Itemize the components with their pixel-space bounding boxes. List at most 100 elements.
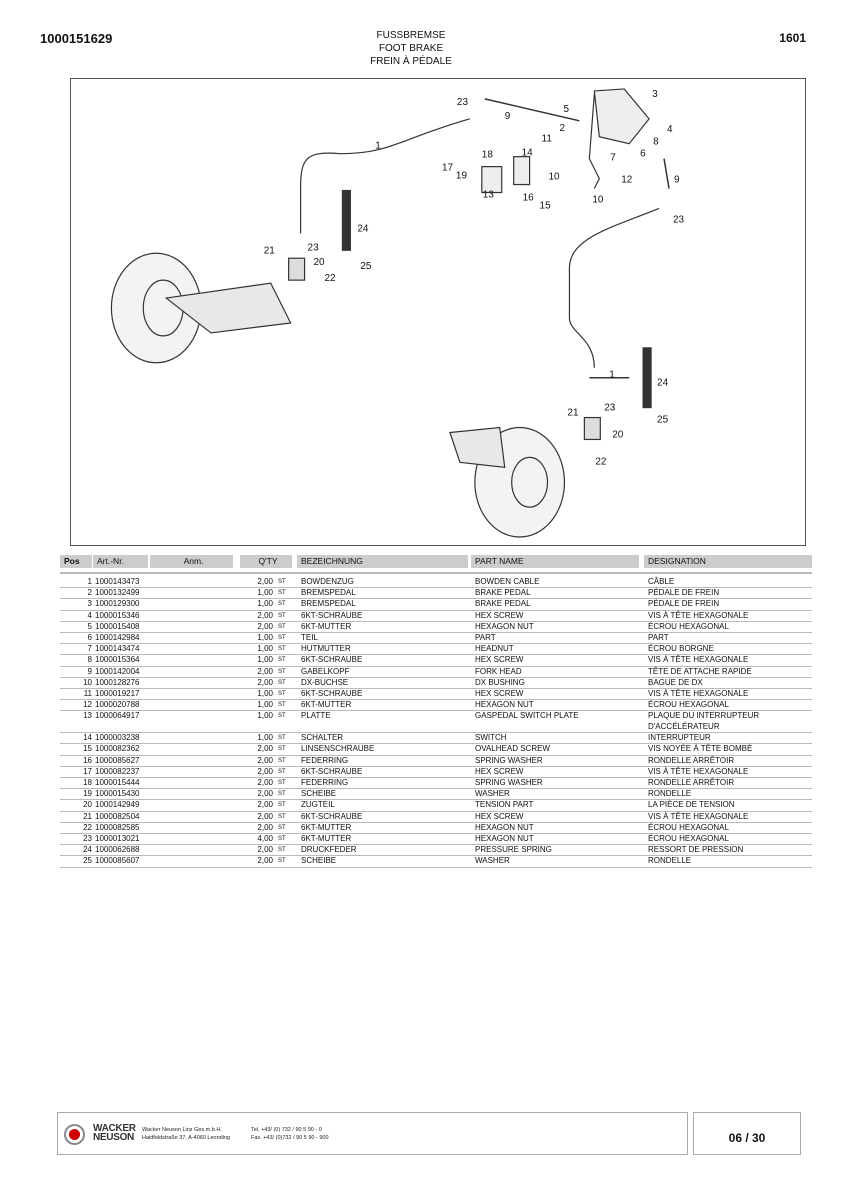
- cell-art: 1000013021: [95, 833, 140, 843]
- cell-pos: 25: [83, 856, 92, 866]
- callout-25b: 25: [657, 415, 669, 426]
- cell-des: PLAQUE DU INTERRUPTEUR D'ACCÉLÉRATEUR: [648, 711, 760, 731]
- cell-art: 1000015346: [95, 610, 140, 620]
- pedal: [593, 88, 650, 145]
- pedal-arm: [588, 93, 600, 189]
- col-anm: Anm.: [150, 555, 233, 568]
- header-divider: [60, 572, 812, 575]
- callout-10: 10: [549, 172, 561, 183]
- cell-des: PÉDALE DE FREIN: [648, 599, 720, 609]
- page-title: FUSSBREMSE FOOT BRAKE FREIN À PÉDALE: [300, 29, 522, 68]
- cell-bez: GABELKOPF: [301, 666, 350, 676]
- callout-18: 18: [482, 150, 494, 161]
- cell-art: 1000085627: [95, 755, 140, 765]
- cable-lower: [568, 207, 660, 368]
- cell-unit: ST: [278, 702, 286, 709]
- cell-bez: HUTMUTTER: [301, 644, 351, 654]
- cell-des: VIS À TÊTE HEXAGONALE: [648, 655, 749, 665]
- cell-part: WASHER: [475, 856, 510, 866]
- cell-qty: 2,00: [257, 610, 273, 620]
- contact: Tel. +43/ (0) 732 / 90 5 90 - 0 Fax. +43…: [251, 1127, 329, 1142]
- cell-part: HEX SCREW: [475, 766, 524, 776]
- cell-bez: 6KT-SCHRAUBE: [301, 655, 363, 665]
- cell-part: HEXAGON NUT: [475, 822, 534, 832]
- callout-14: 14: [522, 148, 534, 159]
- cell-unit: ST: [278, 590, 286, 597]
- cell-des: ÉCROU HEXAGONAL: [648, 833, 729, 843]
- cell-bez: BREMSPEDAL: [301, 588, 356, 598]
- callout-13: 13: [483, 189, 495, 200]
- cell-pos: 11: [83, 688, 92, 698]
- col-des: DESIGNATION: [644, 555, 812, 568]
- cell-des: VIS À TÊTE HEXAGONALE: [648, 766, 749, 776]
- cell-bez: 6KT-SCHRAUBE: [301, 688, 363, 698]
- callout-22: 22: [324, 273, 336, 284]
- cell-unit: ST: [278, 679, 286, 686]
- cell-art: 1000142984: [95, 632, 140, 642]
- cell-part: HEX SCREW: [475, 811, 524, 821]
- cell-bez: PLATTE: [301, 711, 331, 721]
- cell-pos: 7: [87, 644, 92, 654]
- cell-part: HEX SCREW: [475, 610, 524, 620]
- cell-art: 1000015444: [95, 778, 140, 787]
- callout-20: 20: [314, 257, 326, 268]
- cell-part: BRAKE PEDAL: [475, 599, 531, 609]
- cell-des: RESSORT DE PRESSION: [648, 845, 744, 855]
- callout-22b: 22: [595, 456, 607, 467]
- cell-unit: ST: [278, 735, 286, 742]
- cell-unit: ST: [278, 858, 286, 865]
- callout-9: 9: [505, 111, 511, 122]
- cell-part: HEXAGON NUT: [475, 700, 534, 710]
- cell-part: HEX SCREW: [475, 688, 524, 698]
- cell-des: VIS À TÊTE HEXAGONALE: [648, 688, 749, 698]
- spring-lower: [642, 347, 652, 409]
- cell-bez: SCHALTER: [301, 733, 344, 743]
- cell-des: ÉCROU HEXAGONAL: [648, 822, 729, 832]
- cell-unit: ST: [278, 623, 286, 630]
- cell-bez: 6KT-SCHRAUBE: [301, 811, 363, 821]
- callout-11: 11: [542, 134, 553, 145]
- cell-qty: 2,00: [257, 822, 273, 832]
- cell-des: ÉCROU HEXAGONAL: [648, 621, 729, 631]
- col-qty: Q'TY: [240, 555, 292, 568]
- cell-pos: 9: [87, 666, 92, 676]
- cell-art: 1000132499: [95, 588, 140, 598]
- cell-des: ÉCROU HEXAGONAL: [648, 700, 729, 710]
- cell-art: 1000064917: [95, 711, 140, 721]
- callout-5: 5: [563, 104, 569, 115]
- cell-part: HEADNUT: [475, 644, 514, 654]
- callout-23: 23: [457, 97, 469, 108]
- cell-qty: 1,00: [257, 644, 273, 654]
- cell-des: LA PIÈCE DE TENSION: [648, 800, 735, 810]
- wacker-neuson-logo-icon: [64, 1124, 85, 1145]
- cell-qty: 2,00: [257, 755, 273, 765]
- cell-unit: ST: [278, 646, 286, 653]
- tension-part-upper: [288, 257, 306, 281]
- cell-qty: 2,00: [257, 845, 273, 855]
- callout-10b: 10: [592, 194, 604, 205]
- cell-pos: 23: [83, 833, 92, 843]
- callout-19: 19: [456, 171, 468, 182]
- brand-line1: WACKER: [93, 1123, 136, 1134]
- callout-17: 17: [442, 163, 454, 174]
- cell-pos: 16: [83, 755, 92, 765]
- cell-part: PRESSURE SPRING: [475, 845, 552, 855]
- cell-des: INTERRUPTEUR: [648, 733, 711, 743]
- cell-part: OVALHEAD SCREW: [475, 744, 550, 754]
- cell-unit: ST: [278, 634, 286, 641]
- page-code: 1601: [779, 31, 806, 45]
- cell-des: RONDELLE: [648, 856, 692, 866]
- address: Haidfeldstraße 37, A-4060 Leonding: [142, 1134, 231, 1141]
- tension-part-lower: [583, 416, 601, 441]
- cell-des: ÉCROU BORGNE: [648, 644, 714, 654]
